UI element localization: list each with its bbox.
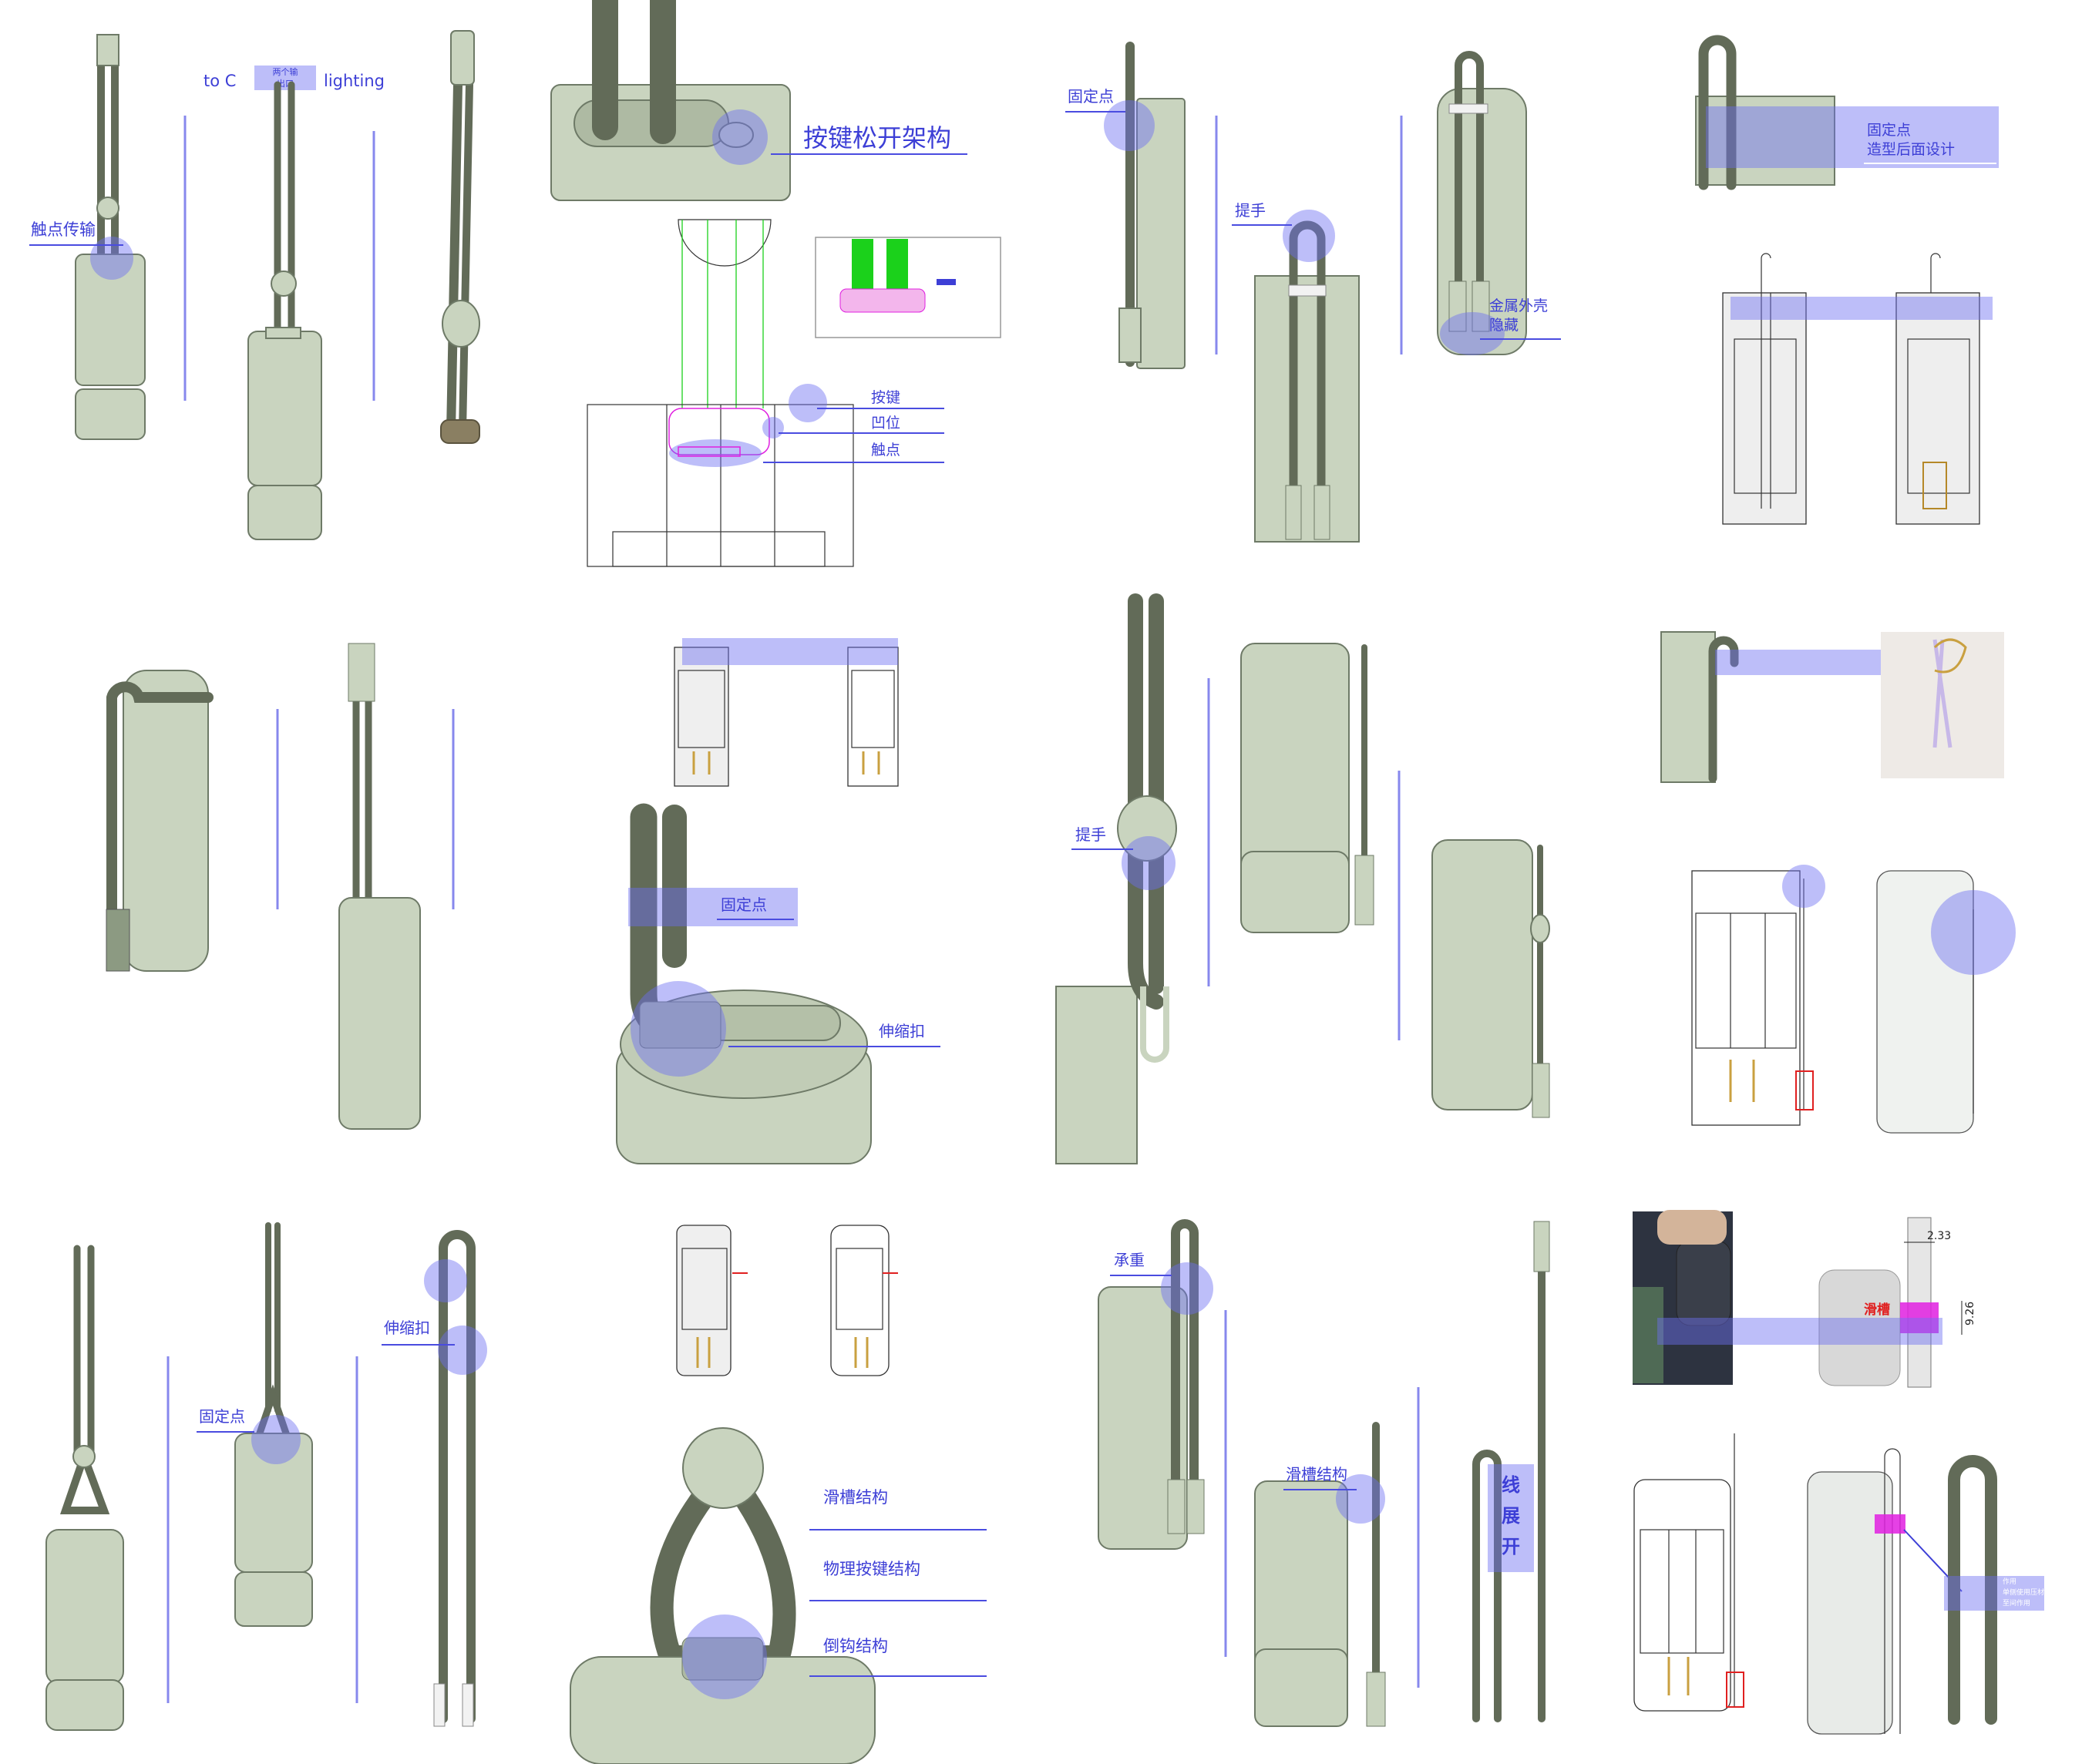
label-lighting: lighting — [324, 72, 385, 90]
label-contact: 触点 — [871, 442, 900, 459]
label-physical-button: 物理按键结构 — [823, 1560, 920, 1578]
label-to-c: to C — [203, 72, 236, 90]
panel-r3-c3: 伸缩扣 — [382, 1230, 487, 1727]
panel-r3-c5: 承重 — [1098, 1219, 1213, 1550]
label-slide-groove-red: 滑槽 — [1864, 1302, 1890, 1318]
dim-top: 2.33 — [1927, 1230, 1951, 1242]
panel-r1-c2: to C 两个输 出口 lighting — [203, 66, 385, 540]
label-recess: 凹位 — [871, 415, 900, 432]
panel-r3-c7: 线 展 开 — [1472, 1221, 1550, 1722]
label-line-unfold-2: 展 — [1502, 1505, 1520, 1527]
panel-r1-c6: 提手 — [1232, 201, 1360, 543]
note-line-3: 至间作用 — [2003, 1598, 2030, 1608]
panel-r1-c5: 固定点 — [1065, 42, 1186, 369]
label-telescopic-buckle-a: 伸缩扣 — [879, 1022, 925, 1040]
highlight-circle-icon — [90, 237, 133, 280]
label-line-unfold-1: 线 — [1502, 1474, 1520, 1496]
label-button: 按键 — [871, 389, 900, 406]
label-contact-transfer: 触点传输 — [31, 220, 96, 239]
label-fixed-point-design-2: 造型后面设计 — [1867, 141, 1955, 158]
note-line-2: 单侧使用压材 — [2003, 1588, 2044, 1597]
panel-r1-c1: 触点传输 — [29, 34, 146, 440]
panel-r3-c6: 滑槽结构 — [1254, 1422, 1386, 1727]
panel-r2-c6 — [1240, 643, 1550, 1118]
panel-r2-c2 — [338, 643, 421, 1130]
panel-r3-c2: 固定点 — [197, 1222, 313, 1627]
panel-r2-c7 — [1660, 631, 2016, 1134]
title-button-release: 按键松开架构 — [803, 123, 951, 153]
note-line-1: 作用 — [2003, 1577, 2016, 1586]
label-fixed-point-design-1: 固定点 — [1867, 122, 1911, 139]
panel-r2-c5: 提手 — [1055, 593, 1177, 1164]
label-handle-b: 提手 — [1075, 825, 1106, 844]
label-fixed-point-c: 固定点 — [199, 1407, 245, 1426]
label-barb-structure: 倒钩结构 — [823, 1637, 888, 1655]
label-fixed-point-b: 固定点 — [721, 895, 767, 914]
label-slide-groove-a: 滑槽结构 — [823, 1488, 888, 1507]
panel-r3-c1 — [45, 1245, 124, 1731]
panel-r1-c3 — [440, 30, 480, 444]
label-line-unfold-3: 开 — [1502, 1536, 1520, 1557]
label-telescopic-buckle-b: 伸缩扣 — [384, 1319, 430, 1337]
panel-r1-c8: 固定点 造型后面设计 — [1695, 35, 1999, 525]
label-handle-a: 提手 — [1235, 201, 1266, 220]
panel-r1-c4: 按键松开架构 — [550, 0, 967, 201]
label-load-bearing: 承重 — [1114, 1251, 1145, 1269]
carabiner-icon — [1933, 638, 1967, 674]
label-two-outlets-1: 两个输 — [273, 66, 298, 77]
label-metal-shell-1: 金属外壳 — [1489, 297, 1548, 314]
charger-body-icon — [75, 254, 146, 386]
label-fixed-point-a: 固定点 — [1068, 87, 1114, 106]
panel-r3-c8: 滑槽 2.33 9.26 作用 单侧使用压材 至间作用 — [1633, 1210, 2044, 1735]
panel-r3-c4: 滑槽结构 物理按键结构 倒钩结构 — [570, 1225, 987, 1764]
label-slide-groove-b: 滑槽结构 — [1286, 1465, 1347, 1483]
panel-r2-c1 — [106, 670, 214, 972]
outlets-highlight — [254, 66, 316, 90]
panel-r2-c4: 固定点 伸缩扣 — [616, 803, 940, 1164]
panel-r1-c7: 金属外壳 隐藏 — [1437, 51, 1561, 355]
panel-r1-c4-wireframe: 按键 凹位 触点 — [587, 219, 1001, 567]
panel-r2-c3 — [674, 638, 899, 787]
label-metal-shell-2: 隐藏 — [1489, 317, 1519, 334]
dim-side: 9.26 — [1964, 1302, 1976, 1326]
